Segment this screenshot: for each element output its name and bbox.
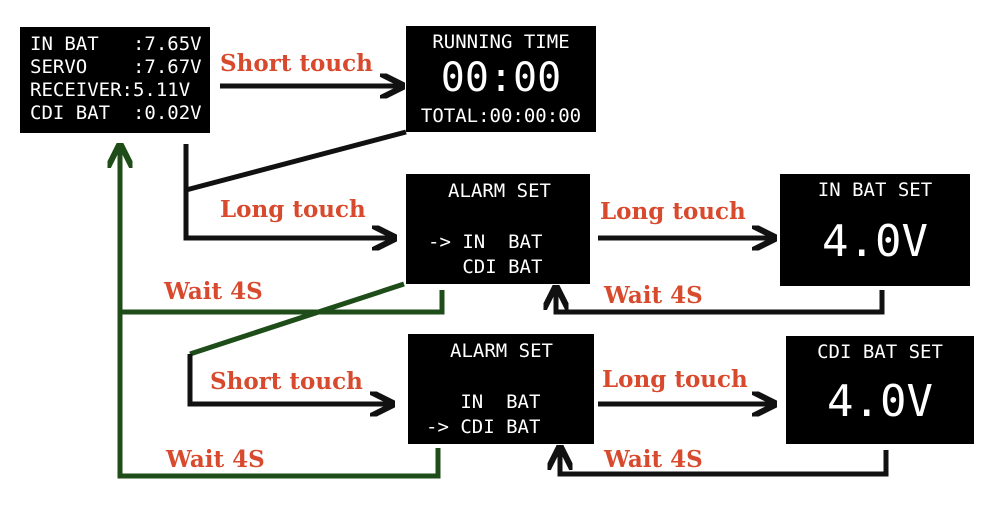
arrow-wait-alarm1-to-status <box>120 290 445 315</box>
arrow-wait-inbat-to-alarm1 <box>556 290 885 315</box>
alarm2-option-cdi-bat: -> CDI BAT <box>426 416 541 438</box>
label-wait-4s-1: Wait 4S <box>164 278 263 305</box>
arrow-short-touch-to-alarm2 <box>187 354 390 404</box>
in-bat-set-title: IN BAT SET <box>817 179 933 201</box>
label-long-touch-3: Long touch <box>602 366 748 393</box>
cdi-bat-set-screen: CDI BAT SET 4.0V <box>786 336 974 444</box>
label-wait-4s-2: Wait 4S <box>604 282 703 309</box>
label-wait-4s-4: Wait 4S <box>604 446 703 473</box>
running-total: TOTAL:00:00:00 <box>420 105 582 127</box>
alarm1-option-in-bat: -> IN BAT <box>428 231 543 253</box>
alarm-set-screen-cdi-bat: ALARM SET IN BAT -> CDI BAT <box>408 334 594 444</box>
arrow-wait-cdibat-to-alarm2 <box>560 450 889 477</box>
status-screen: IN BAT :7.65V SERVO :7.67V RECEIVER:5.11… <box>20 27 210 133</box>
status-line-in-bat: IN BAT :7.65V <box>30 33 202 55</box>
status-line-receiver: RECEIVER:5.11V <box>30 79 191 101</box>
label-long-touch-2: Long touch <box>600 198 746 225</box>
connector-alarm1-to-branch2 <box>189 281 405 357</box>
status-line-servo: SERVO :7.67V <box>30 56 202 78</box>
connector-running-to-branch <box>185 129 407 193</box>
arrow-long-touch-to-alarm1 <box>183 144 392 238</box>
running-time-value: 00:00 <box>440 55 562 101</box>
label-wait-4s-3: Wait 4S <box>166 446 265 473</box>
cdi-bat-set-value: 4.0V <box>827 376 933 427</box>
in-bat-set-value: 4.0V <box>822 216 928 267</box>
alarm2-option-in-bat: IN BAT <box>426 391 541 413</box>
running-time-screen: RUNNING TIME 00:00 TOTAL:00:00:00 <box>406 26 596 132</box>
cdi-bat-set-title: CDI BAT SET <box>817 341 943 363</box>
running-title: RUNNING TIME <box>432 31 570 53</box>
label-short-touch-2: Short touch <box>210 368 363 395</box>
label-short-touch-1: Short touch <box>220 50 373 77</box>
alarm-set-screen-in-bat: ALARM SET -> IN BAT CDI BAT <box>406 174 590 284</box>
label-long-touch-1: Long touch <box>220 196 366 223</box>
arrow-wait-alarm2-to-status <box>120 148 441 479</box>
status-line-cdi-bat: CDI BAT :0.02V <box>30 102 202 124</box>
alarm2-title: ALARM SET <box>450 340 553 362</box>
alarm1-title: ALARM SET <box>448 180 551 202</box>
in-bat-set-screen: IN BAT SET 4.0V <box>780 174 970 286</box>
alarm1-option-cdi-bat: CDI BAT <box>428 256 543 278</box>
